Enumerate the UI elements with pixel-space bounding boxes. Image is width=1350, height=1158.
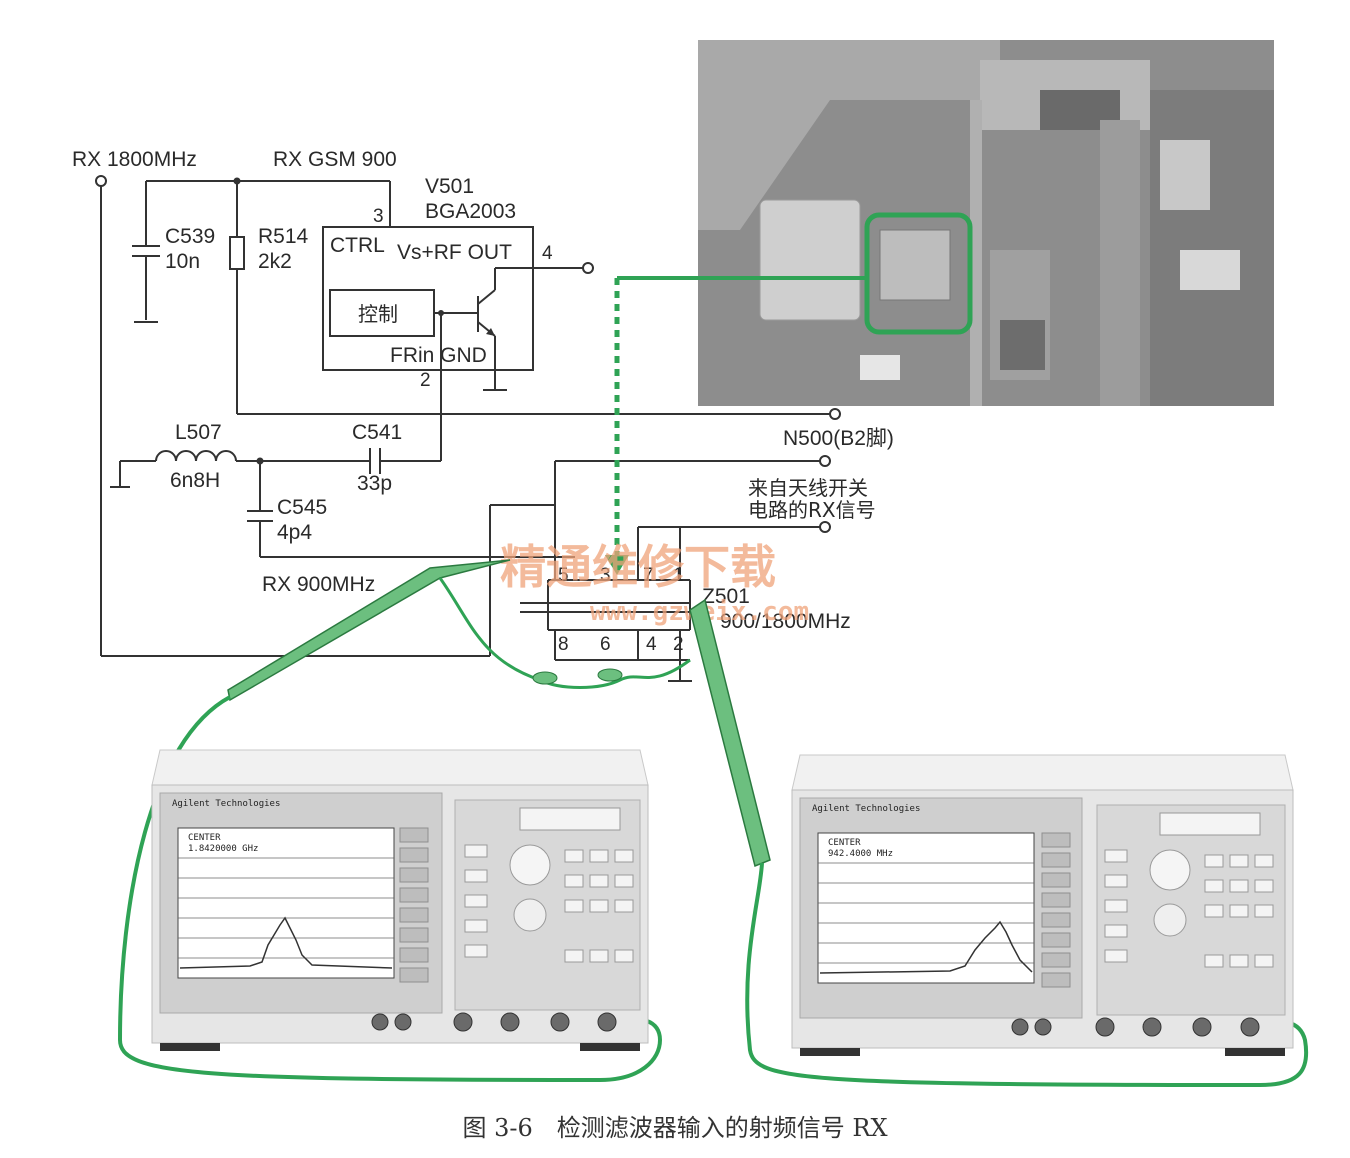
- label-c541-value: 33p: [357, 472, 392, 495]
- label-c545-value: 4p4: [277, 521, 312, 544]
- label-rx1800: RX 1800MHz: [72, 148, 197, 171]
- label-c539: C539: [165, 225, 215, 248]
- pcb-photo: [698, 40, 1274, 406]
- pin-top-5: 5: [558, 565, 569, 586]
- label-pin2: 2: [420, 370, 431, 391]
- label-l507: L507: [175, 421, 222, 444]
- rx1800-terminal: [95, 175, 107, 187]
- label-antenna-line2: 电路的RX信号: [748, 498, 876, 522]
- pin-bottom-2: 2: [673, 634, 684, 655]
- label-rx900: RX 900MHz: [262, 573, 375, 596]
- pin-bottom-4: 4: [646, 634, 657, 655]
- pcb-highlight-box: [864, 212, 973, 335]
- label-pin3: 3: [373, 206, 384, 227]
- label-r514-value: 2k2: [258, 250, 292, 273]
- r514-resistor: [229, 236, 245, 270]
- rf-out-terminal: [582, 262, 594, 274]
- label-v501: V501: [425, 175, 474, 198]
- pin-top-1: 1: [673, 565, 684, 586]
- n500-terminal: [829, 408, 841, 420]
- watermark-cn: 精通维修下载: [500, 540, 776, 594]
- analyzer-1-center-value: 1.8420000 GHz: [188, 844, 258, 854]
- figure-caption: 图 3-6 检测滤波器输入的射频信号 RX: [462, 1114, 887, 1142]
- label-l507-value: 6n8H: [170, 469, 220, 492]
- pin-bottom-8: 8: [558, 634, 569, 655]
- spectrum-analyzer-1: Agilent Technologies CENTER 1.8420000 GH…: [151, 749, 649, 1051]
- rx-out-terminal: [819, 521, 831, 533]
- label-c545: C545: [277, 496, 327, 519]
- analyzer-2-trace: [819, 920, 1033, 974]
- label-pin4: 4: [542, 243, 553, 264]
- label-vsrfout: Vs+RF OUT: [397, 241, 512, 264]
- analyzer-2-brand: Agilent Technologies: [812, 804, 920, 814]
- control-block: [329, 289, 435, 337]
- probe-left: [227, 559, 511, 702]
- label-z501: Z501: [702, 585, 750, 608]
- schematic: [95, 175, 867, 682]
- label-frin-gnd: FRin GND: [390, 344, 487, 367]
- label-c539-value: 10n: [165, 250, 200, 273]
- analyzer-2-screen: [817, 832, 1035, 984]
- label-r514: R514: [258, 225, 309, 248]
- antenna-terminal: [819, 455, 831, 467]
- analyzer-1-trace: [179, 916, 393, 969]
- pin-top-3: 3: [600, 565, 611, 586]
- analyzer-1-screen: [177, 827, 395, 979]
- analyzer-1-brand: Agilent Technologies: [172, 799, 280, 809]
- label-rxgsm900: RX GSM 900: [273, 148, 397, 171]
- label-bga2003: BGA2003: [425, 200, 516, 223]
- label-ctrl: CTRL: [330, 234, 385, 257]
- analyzer-2-center-label: CENTER: [828, 838, 861, 848]
- analyzer-1-center-label: CENTER: [188, 833, 221, 843]
- label-c541: C541: [352, 421, 402, 444]
- l507-inductor: [155, 450, 237, 462]
- spectrum-analyzer-2: Agilent Technologies CENTER 942.4000 MHz: [791, 754, 1294, 1056]
- pin-top-7: 7: [643, 565, 654, 586]
- probe-cables: [117, 559, 1309, 1088]
- label-antenna-line1: 来自天线开关: [748, 476, 868, 500]
- label-control: 控制: [358, 302, 398, 326]
- label-z501-value: 900/1800MHz: [720, 610, 851, 633]
- pin-bottom-6: 6: [600, 634, 611, 655]
- label-n500: N500(B2脚): [783, 427, 894, 450]
- probe-right: [689, 598, 771, 868]
- analyzer-2-center-value: 942.4000 MHz: [828, 849, 893, 859]
